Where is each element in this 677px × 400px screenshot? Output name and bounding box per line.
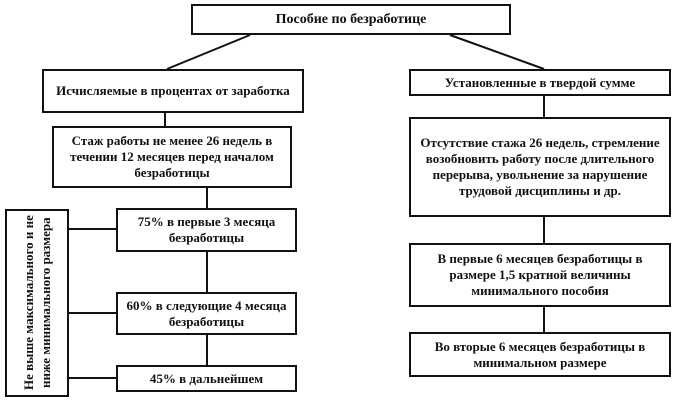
left-title-node: Исчисляемые в процентах от заработка — [42, 69, 304, 113]
limit-text: Не выше максимального и не ниже минималь… — [21, 215, 53, 391]
right-step-node: В первые 6 месяцев безработицы в размере… — [409, 243, 671, 307]
right-step-node: Во вторые 6 месяцев безработицы в минима… — [409, 332, 671, 377]
connector-root-right — [449, 34, 545, 70]
root-node: Пособие по безработице — [191, 4, 511, 35]
limit-node: Не выше максимального и не ниже минималь… — [5, 209, 69, 397]
left-condition-node: Стаж работы не менее 26 недель в течении… — [52, 126, 292, 188]
left-step-node: 60% в следующие 4 месяца безработицы — [116, 292, 297, 335]
connector-root-left — [166, 34, 251, 70]
right-condition-node: Отсутствие стажа 26 недель, стремление в… — [409, 117, 671, 217]
left-step-node: 75% в первые 3 месяца безработицы — [116, 208, 297, 252]
right-title-node: Установленные в твердой сумме — [409, 69, 671, 96]
left-step-node: 45% в дальнейшем — [116, 365, 297, 392]
